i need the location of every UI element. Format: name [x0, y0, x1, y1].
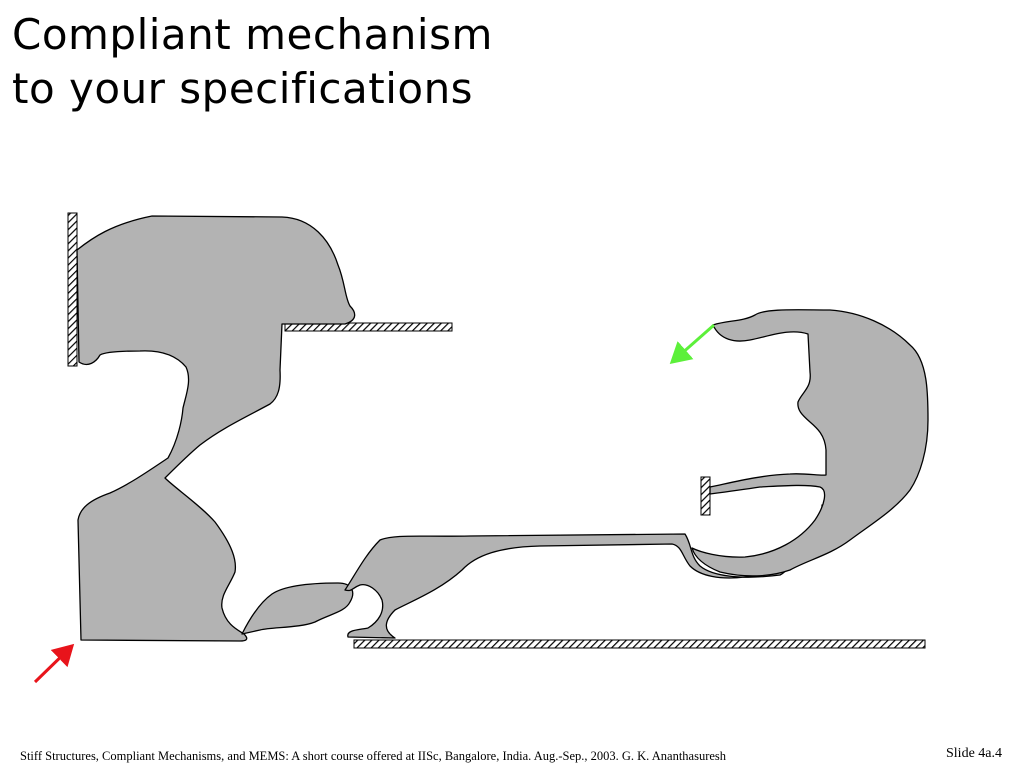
bottom-floor-support [353, 639, 926, 649]
left-mechanism-body [76, 215, 356, 642]
central-beam [344, 504, 824, 639]
output-displacement-arrow-icon [669, 323, 715, 364]
title-line-1: Compliant mechanism [12, 10, 493, 59]
upper-shelf-support [284, 322, 453, 332]
lower-bridge-link [241, 582, 354, 635]
input-force-arrow-icon [33, 643, 75, 684]
title-line-2: to your specifications [12, 64, 474, 113]
right-c-shaped-body [691, 309, 929, 577]
right-small-support [700, 476, 711, 516]
slide-footer: Stiff Structures, Compliant Mechanisms, … [20, 749, 727, 763]
slide-title: Compliant mechanism to your specificatio… [12, 8, 493, 116]
left-wall-support [67, 212, 78, 367]
slide-number: Slide 4a.4 [946, 746, 1002, 761]
